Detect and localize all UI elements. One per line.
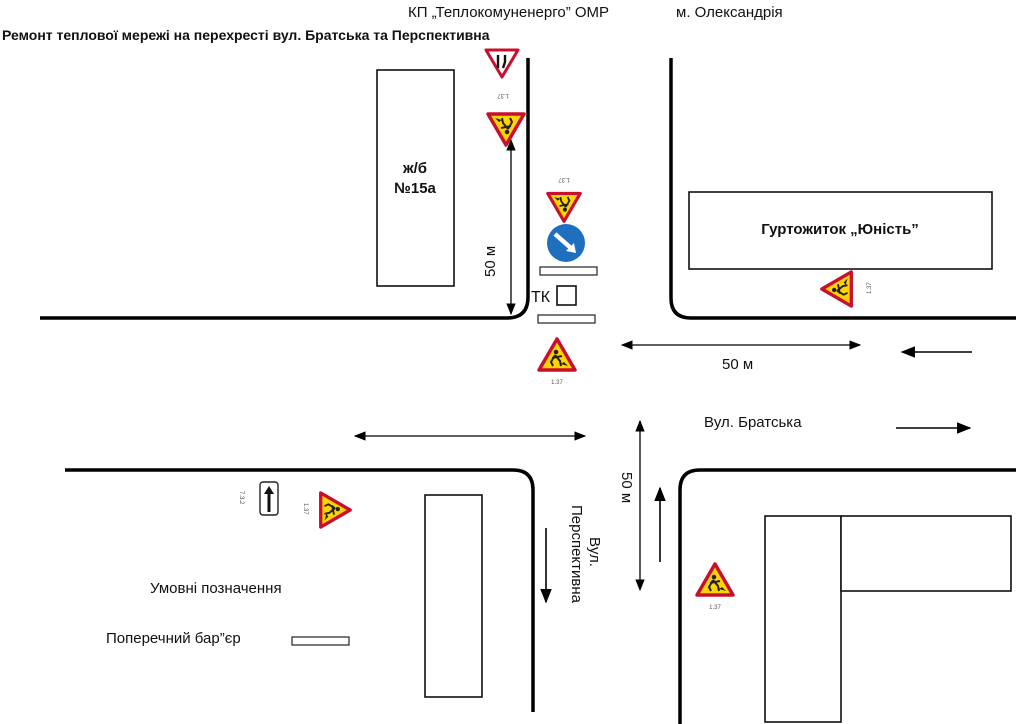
dimension-south-label: 50 м <box>618 472 635 503</box>
lane-direction-sign <box>259 481 279 516</box>
dimension-east-label: 50 м <box>722 356 753 373</box>
sign-code-north-2: 1.37 <box>558 176 570 182</box>
keep-right-sign <box>547 224 585 262</box>
street-name-perspektyvna-2: Перспективна <box>568 505 585 604</box>
building-bottom-right-wing-a <box>764 515 842 723</box>
building-left-house: ж/б №15а <box>376 69 455 287</box>
legend-title: Умовні позначення <box>150 580 282 597</box>
curb-north-east <box>669 58 1016 320</box>
curb-north-west <box>40 58 530 320</box>
road-works-sign-west <box>319 491 352 529</box>
sign-code-east: 1.37 <box>867 282 873 294</box>
city-name: м. Олександрія <box>676 4 783 21</box>
sign-code-lane-direction: 7.3.2 <box>238 491 244 505</box>
road-works-sign-east <box>820 270 853 308</box>
heat-chamber-box <box>556 285 577 306</box>
building-bottom-right-wing-b <box>840 515 1012 592</box>
transverse-barrier-north <box>539 266 598 276</box>
sign-code-west: 1.37 <box>302 503 308 515</box>
transverse-barrier-south <box>537 314 596 324</box>
road-narrowing-sign <box>484 48 520 79</box>
organization-name: КП „Теплокомуненерго” ОМР <box>408 4 609 21</box>
building-dormitory: Гуртожиток „Юність” <box>688 191 993 270</box>
curb-south-west <box>65 468 535 712</box>
sign-code-center: 1.37 <box>551 380 563 386</box>
building-dormitory-label: Гуртожиток „Юність” <box>761 221 919 238</box>
curb-south-east <box>678 468 1016 724</box>
road-works-sign-center <box>537 337 577 372</box>
sign-code-south: 1.37 <box>709 605 721 611</box>
building-left-house-label-2: №15а <box>394 180 436 197</box>
heat-chamber-label: ТК <box>531 289 551 306</box>
legend-barrier-symbol <box>291 636 350 646</box>
street-name-bratska: Вул. Братська <box>704 414 802 431</box>
dimension-north-label: 50 м <box>482 246 499 277</box>
building-left-house-label-1: ж/б <box>402 160 427 177</box>
sign-code-narrowing: 1.37 <box>497 92 509 98</box>
building-bottom-left <box>424 494 483 698</box>
road-works-sign-south <box>695 562 735 597</box>
road-works-sign-north <box>486 112 526 147</box>
legend-barrier-label: Поперечний бар”єр <box>106 630 241 647</box>
scheme-title: Ремонт теплової мережі на перехресті вул… <box>2 27 490 43</box>
road-works-sign-chamber-north <box>546 191 582 223</box>
street-name-perspektyvna-1: Вул. <box>586 537 603 567</box>
